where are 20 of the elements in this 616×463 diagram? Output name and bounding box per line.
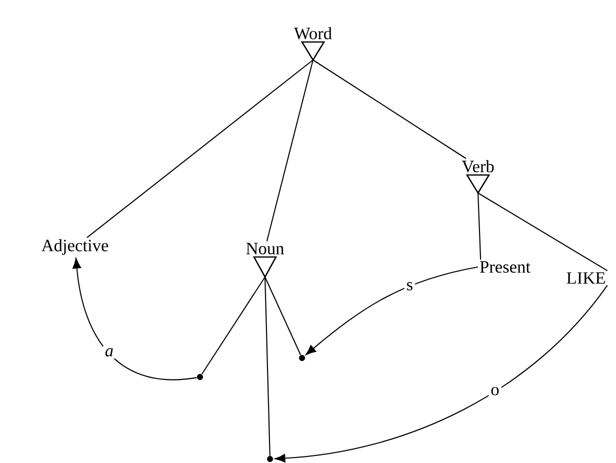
arrow: [306, 266, 478, 356]
category-label: LIKE: [566, 272, 605, 284]
node-label: Verb: [462, 160, 494, 172]
tree-line: [264, 276, 302, 356]
edge-label: o: [488, 384, 502, 398]
node-label: Noun: [246, 242, 284, 254]
edge-label: a: [102, 346, 116, 358]
arrow: [274, 284, 608, 462]
tree-line: [201, 276, 266, 375]
tree-line: [312, 60, 466, 159]
tree-line: [266, 60, 314, 242]
tree-line: [86, 60, 314, 238]
node-label: Word: [294, 27, 332, 40]
edge-label: s: [404, 280, 416, 292]
tree-line: [264, 276, 270, 456]
tree-line: [478, 192, 608, 272]
arrow: [72, 258, 197, 380]
tree-line: [477, 192, 482, 260]
category-label: Adjective: [41, 239, 108, 255]
category-label: Present: [480, 261, 530, 273]
